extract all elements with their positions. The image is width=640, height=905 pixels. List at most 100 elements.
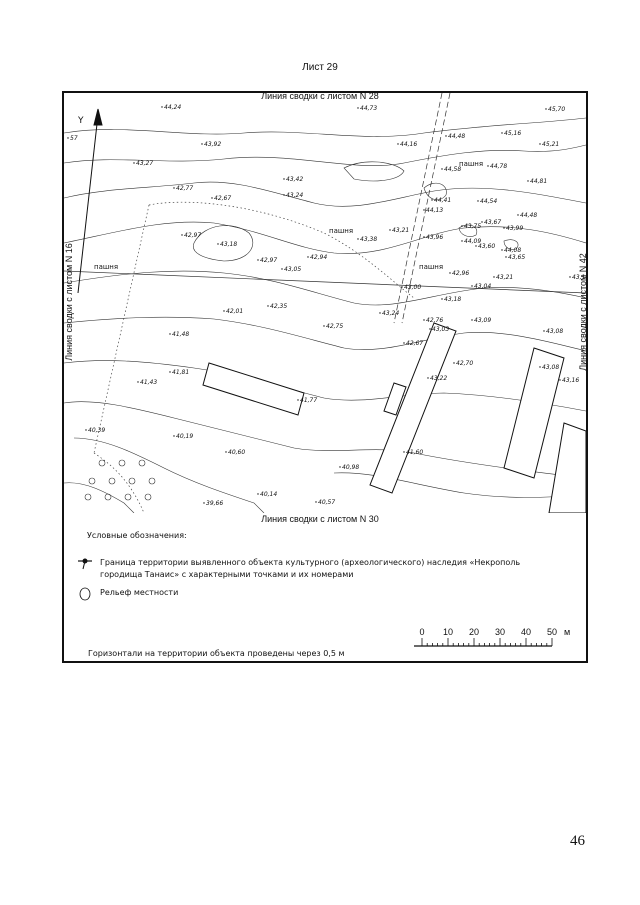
elevation-label: 43,04	[474, 283, 491, 290]
elevation-label: 42,67	[406, 340, 423, 347]
contour-lines	[64, 117, 586, 513]
elevation-label: 44,16	[400, 141, 417, 148]
elevation-point	[181, 234, 183, 236]
elevation-point	[559, 379, 561, 381]
elevation-point	[543, 330, 545, 332]
elevation-point	[429, 328, 431, 330]
elevation-point	[445, 135, 447, 137]
elevation-point	[569, 276, 571, 278]
elevation-label: 39,66	[206, 500, 223, 507]
scale-tick-label: 10	[443, 627, 453, 637]
elevation-label: 43,16	[562, 377, 579, 384]
elevation-point	[257, 493, 259, 495]
elevation-point	[461, 225, 463, 227]
elevation-point	[283, 178, 285, 180]
elevation-point	[461, 240, 463, 242]
elevation-label: 43,60	[478, 243, 495, 250]
elevation-label: 43,08	[542, 364, 559, 371]
elevation-label: 43,67	[484, 219, 501, 226]
elevation-label: 43,03	[432, 326, 449, 333]
elevation-point	[137, 381, 139, 383]
elevation-label: 42,35	[270, 303, 287, 310]
elevation-point	[283, 194, 285, 196]
elevation-point	[423, 209, 425, 211]
elevation-label: 41,48	[172, 331, 189, 338]
boundary-line	[93, 201, 415, 513]
elevation-label: 45,16	[504, 130, 521, 137]
elevation-point	[503, 227, 505, 229]
legend-text-relief: Рельеф местности	[100, 588, 179, 597]
field-label: пашня	[94, 263, 118, 271]
map-frame	[62, 91, 588, 663]
field-label: пашня	[419, 263, 443, 271]
elevation-label: 41,60	[406, 449, 423, 456]
boundary-point-icon	[78, 558, 92, 570]
elevation-label: 44,54	[480, 198, 497, 205]
elevation-label: 43,99	[506, 225, 523, 232]
elevation-label: 40,98	[342, 464, 359, 471]
elevation-label: 43,18	[444, 296, 461, 303]
elevation-label: 43,00	[404, 284, 421, 291]
sheet-title: Лист 29	[302, 62, 338, 73]
elevation-label: 57	[70, 135, 78, 142]
elevation-point	[173, 187, 175, 189]
field-labels: пашня пашня пашня пашня	[94, 160, 483, 271]
elevation-point	[441, 168, 443, 170]
elevation-point	[169, 371, 171, 373]
elevation-label: 40,57	[318, 499, 335, 506]
elevation-point	[323, 325, 325, 327]
elevation-point	[505, 256, 507, 258]
elevation-point	[471, 319, 473, 321]
elevation-point	[133, 162, 135, 164]
legend-text-boundary: Граница территории выявленного объекта к…	[100, 558, 521, 579]
elevation-point	[267, 305, 269, 307]
elevation-point	[431, 199, 433, 201]
elevation-label: 43,09	[474, 317, 491, 324]
elevation-point	[357, 238, 359, 240]
elevation-point	[501, 132, 503, 134]
page-number: 46	[570, 833, 585, 849]
elevation-point	[203, 502, 205, 504]
elevation-label: 42,01	[226, 308, 243, 315]
legend-title: Условные обозначения:	[87, 531, 187, 540]
elevation-point	[339, 466, 341, 468]
elevation-label: 43,75	[464, 223, 481, 230]
elevation-label: 42,96	[452, 270, 469, 277]
elevation-point	[281, 268, 283, 270]
contour-interval-note: Горизонтали на территории объекта провед…	[88, 649, 345, 658]
elevation-label: 44,73	[360, 105, 377, 112]
elevation-label: 45,21	[542, 141, 559, 148]
relief-marks	[84, 459, 156, 501]
elevation-label: 44,41	[434, 197, 451, 204]
elevation-label: 44,09	[464, 238, 481, 245]
elevation-label: 44,58	[444, 166, 461, 173]
elevation-point	[225, 451, 227, 453]
elevation-label: 42,97	[260, 257, 277, 264]
elevation-point	[423, 236, 425, 238]
scale-tick-label: 30	[495, 627, 505, 637]
elevation-label: 43,42	[286, 176, 303, 183]
elevation-label: 40,19	[176, 433, 193, 440]
elevation-label: 42,76	[426, 317, 443, 324]
elevation-point	[539, 143, 541, 145]
elevation-point	[211, 197, 213, 199]
elevation-point	[257, 259, 259, 261]
scale-unit: м	[564, 627, 570, 637]
elevation-label: 44,78	[490, 163, 507, 170]
elevation-label: 43,05	[284, 266, 301, 273]
elevation-label: 43,27	[136, 160, 153, 167]
elevation-point	[403, 342, 405, 344]
elevation-point	[545, 108, 547, 110]
elevation-label: 43,38	[360, 236, 377, 243]
elevation-label: 45,70	[548, 106, 565, 113]
elevation-point	[173, 435, 175, 437]
elevation-label: 41,77	[300, 397, 317, 404]
elevation-label: 43,22	[430, 375, 447, 382]
relief-icon	[79, 587, 91, 601]
elevation-point	[161, 106, 163, 108]
road	[64, 93, 586, 324]
elevation-point	[315, 501, 317, 503]
scale-tick-label: 50	[547, 627, 557, 637]
